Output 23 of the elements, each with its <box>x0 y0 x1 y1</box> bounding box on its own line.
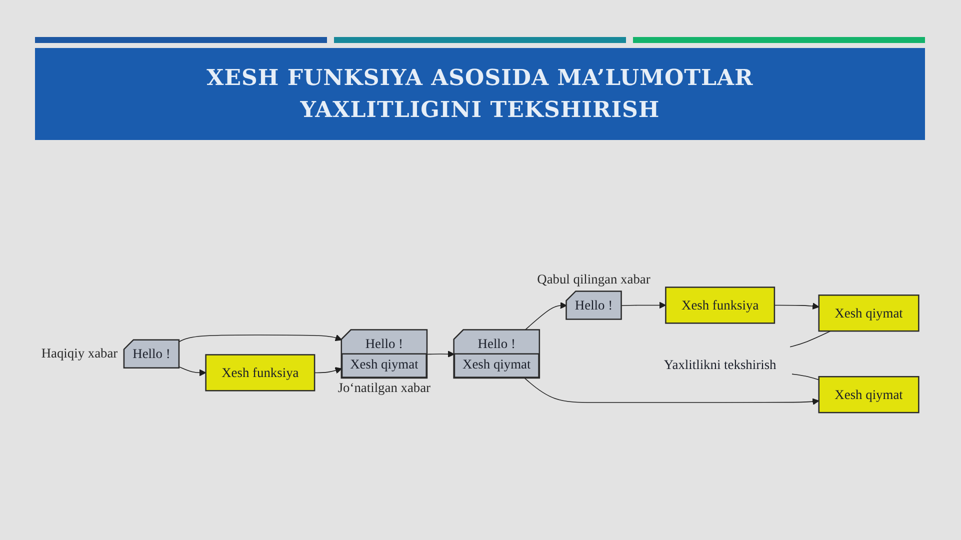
arrow <box>314 367 342 374</box>
hash-value-box: Xesh qiymat <box>818 294 920 332</box>
message-caption: Haqiqiy xabar <box>41 345 118 360</box>
hash-function-box: Xesh funksiya <box>205 354 316 392</box>
message-caption: Qabul qilingan xabar <box>537 271 650 286</box>
arrow <box>621 302 666 309</box>
note-text: Yaxlitlikni tekshirish <box>664 357 776 372</box>
arrow <box>178 366 206 376</box>
title: XESH FUNKSIYA ASOSIDA MA’LUMOTLAR YAXLITLIGINI TEKSHIRISH <box>206 64 754 125</box>
arrow <box>426 350 455 358</box>
leader-line <box>790 330 832 348</box>
hash-function-box: Xesh funksiya <box>665 286 776 324</box>
arrow <box>178 334 342 342</box>
message-card: Hello ! <box>123 339 180 368</box>
arrow <box>524 302 567 331</box>
message-caption: Jo‘natilgan xabar <box>338 380 431 396</box>
arrow <box>524 378 820 406</box>
message-card: Hello ! <box>566 290 622 320</box>
leader-line <box>792 374 820 380</box>
hash-value-box: Xesh qiymat <box>818 376 920 414</box>
arrow <box>774 302 820 310</box>
message-hash-card: Hello ! Xesh qiymat <box>340 329 428 379</box>
message-hash-card: Hello ! Xesh qiymat <box>453 329 540 379</box>
